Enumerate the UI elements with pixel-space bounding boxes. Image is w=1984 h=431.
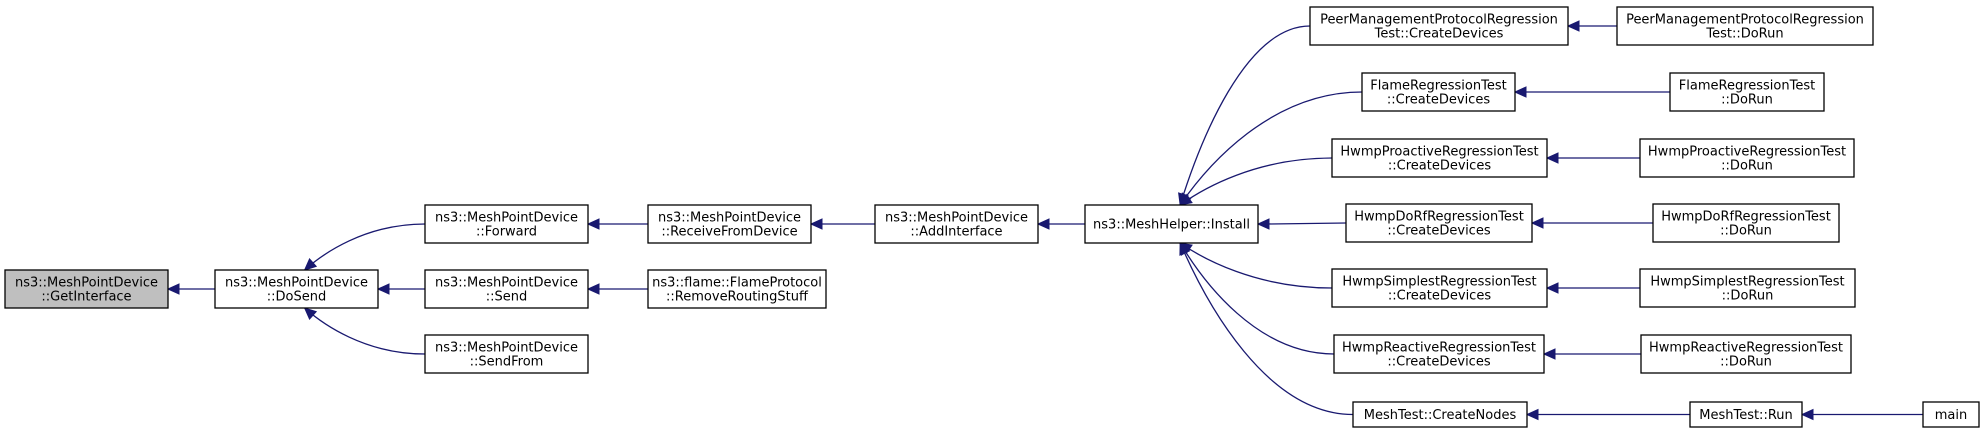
node-box[interactable] [1922,401,1980,428]
edge-forward-to-dosend [303,223,426,271]
edge-send-to-dosend [376,283,425,295]
node-box[interactable] [1616,6,1874,46]
node-box[interactable] [1331,268,1548,308]
node-box[interactable] [424,334,589,374]
edge-pmp-dorun-to-pmp-create [1566,20,1617,32]
node-box[interactable] [214,269,379,309]
node-box[interactable] [1309,6,1569,46]
node-main[interactable]: main [1922,401,1980,428]
edge-flame-dorun-to-flame-create [1513,86,1670,98]
node-send[interactable]: ns3::MeshPointDevice::Send [424,269,589,309]
edge-proactive-dorun-to-proactive-create [1545,152,1640,164]
edge-addinterface-to-receivefromdevice [809,218,875,230]
edge-pmp-create-to-install [1178,25,1311,207]
edge-createnodes-to-install [1179,241,1354,416]
node-flame-dorun[interactable]: FlameRegressionTest::DoRun [1669,72,1825,112]
edge-simplest-dorun-to-simplest-create [1545,282,1640,294]
node-simplest-create[interactable]: HwmpSimplestRegressionTest::CreateDevice… [1331,268,1548,308]
edge-proactive-create-to-install [1179,157,1333,206]
node-box[interactable] [1345,203,1533,243]
node-proactive-dorun[interactable]: HwmpProactiveRegressionTest::DoRun [1639,138,1855,178]
node-box [4,269,169,309]
edge-main-to-meshtest-run [1800,408,1923,421]
node-box[interactable] [1361,72,1516,112]
node-flame-create[interactable]: FlameRegressionTest::CreateDevices [1361,72,1516,112]
edge-simplest-create-to-install [1179,242,1333,289]
edge-install-to-addinterface [1036,218,1085,230]
node-createnodes[interactable]: MeshTest::CreateNodes [1352,401,1528,428]
edge-dosend-to-getinterface [166,283,215,295]
node-removeroutingstuff[interactable]: ns3::flame::FlameProtocol::RemoveRouting… [647,269,827,309]
node-box[interactable] [1669,72,1825,112]
node-box[interactable] [1640,334,1852,374]
node-box[interactable] [1652,203,1840,243]
edges-layer [166,20,1923,421]
node-box[interactable] [1639,138,1855,178]
edge-removeroutingstuff-to-send [586,283,648,295]
edge-sendfrom-to-dosend [303,307,426,355]
node-simplest-dorun[interactable]: HwmpSimplestRegressionTest::DoRun [1639,268,1856,308]
node-box[interactable] [1084,204,1259,244]
node-getinterface: ns3::MeshPointDevice::GetInterface [4,269,169,309]
node-box[interactable] [1331,138,1548,178]
node-meshtest-run[interactable]: MeshTest::Run [1689,401,1803,428]
node-box[interactable] [874,204,1039,244]
node-reactive-create[interactable]: HwmpReactiveRegressionTest::CreateDevice… [1333,334,1545,374]
node-box[interactable] [424,269,589,309]
node-box[interactable] [424,204,589,244]
node-box[interactable] [647,204,812,244]
node-forward[interactable]: ns3::MeshPointDevice::Forward [424,204,589,244]
edge-receivefromdevice-to-forward [586,218,648,230]
node-addinterface[interactable]: ns3::MeshPointDevice::AddInterface [874,204,1039,244]
node-sendfrom[interactable]: ns3::MeshPointDevice::SendFrom [424,334,589,374]
edge-reactive-dorun-to-reactive-create [1542,348,1641,360]
node-box[interactable] [1639,268,1856,308]
node-dorf-dorun[interactable]: HwmpDoRfRegressionTest::DoRun [1652,203,1840,243]
edge-meshtest-run-to-createnodes [1525,408,1690,421]
edge-reactive-create-to-install [1179,241,1335,355]
edge-dorf-create-to-install [1256,218,1347,230]
node-pmp-dorun[interactable]: PeerManagementProtocolRegressionTest::Do… [1616,6,1874,46]
node-reactive-dorun[interactable]: HwmpReactiveRegressionTest::DoRun [1640,334,1852,374]
node-box[interactable] [647,269,827,309]
node-proactive-create[interactable]: HwmpProactiveRegressionTest::CreateDevic… [1331,138,1548,178]
node-dosend[interactable]: ns3::MeshPointDevice::DoSend [214,269,379,309]
node-box[interactable] [1333,334,1545,374]
node-pmp-create[interactable]: PeerManagementProtocolRegressionTest::Cr… [1309,6,1569,46]
node-dorf-create[interactable]: HwmpDoRfRegressionTest::CreateDevices [1345,203,1533,243]
node-receivefromdevice[interactable]: ns3::MeshPointDevice::ReceiveFromDevice [647,204,812,244]
node-install[interactable]: ns3::MeshHelper::Install [1084,204,1259,244]
node-box[interactable] [1352,401,1528,428]
nodes-layer: ns3::MeshPointDevice::GetInterfacens3::M… [4,6,1980,428]
edge-dorf-dorun-to-dorf-create [1530,217,1653,229]
node-box[interactable] [1689,401,1803,428]
